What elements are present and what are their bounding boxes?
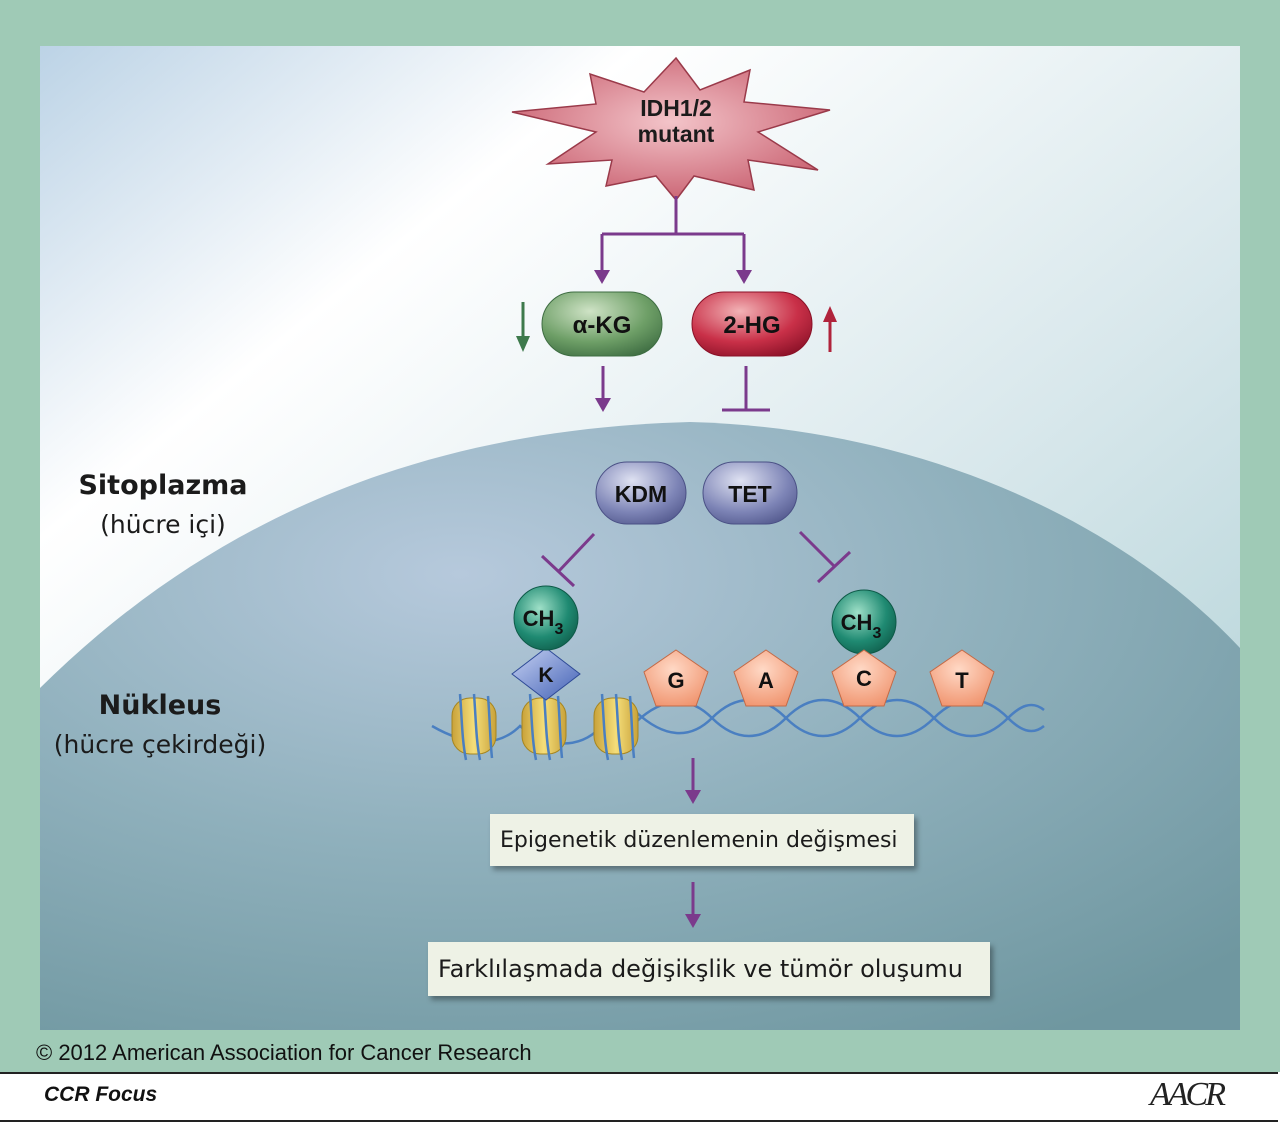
nucleus-subtitle: (hücre çekirdeği) xyxy=(53,730,267,759)
arrow-to-tumor xyxy=(685,882,701,928)
akg-label: α-KG xyxy=(573,312,632,339)
kdm-inhibition xyxy=(540,532,596,588)
methyl-ch-lysine: CH xyxy=(523,606,555,631)
base-t-label: T xyxy=(955,668,969,693)
base-g-label: G xyxy=(667,668,684,693)
akg-decrease-arrow xyxy=(516,302,530,352)
epigenetic-change-text: Epigenetik düzenlemenin değişmesi xyxy=(500,827,898,853)
methyl-label-lysine: CH3 xyxy=(523,606,564,638)
nucleosome-1 xyxy=(451,693,497,761)
base-a: A xyxy=(733,649,799,707)
tumor-formation-box: Farklılaşmada değişikşlik ve tümör oluşu… xyxy=(428,942,990,996)
base-t: T xyxy=(929,649,995,707)
nucleosome-2 xyxy=(521,693,567,761)
base-g: G xyxy=(643,649,709,707)
footer-series-title: CCR Focus xyxy=(44,1083,158,1106)
2hg-increase-arrow xyxy=(823,306,837,352)
mutation-label-line1: IDH1/2 xyxy=(640,95,712,121)
copyright-notice: © 2012 American Association for Cancer R… xyxy=(36,1040,532,1065)
arrowhead-to-akg xyxy=(594,270,610,284)
branch-arrows xyxy=(600,196,746,272)
mutation-label-line2: mutant xyxy=(638,121,715,147)
methyl-ch-cytosine: CH xyxy=(841,610,873,635)
akg-activation-arrow xyxy=(595,366,611,412)
aacr-logo: AACR xyxy=(1150,1076,1226,1113)
methyl-label-cytosine: CH3 xyxy=(841,610,882,642)
tet-label: TET xyxy=(728,481,771,507)
tumor-formation-text: Farklılaşmada değişikşlik ve tümör oluşu… xyxy=(438,955,963,983)
lysine-label: K xyxy=(538,664,553,687)
tet-pill xyxy=(702,461,798,525)
2hg-pill xyxy=(691,291,813,357)
arrow-to-epigenetic xyxy=(685,758,701,804)
2hg-inhibition-bar xyxy=(722,366,770,412)
nucleosome-3 xyxy=(593,693,639,761)
nucleus-title: Nükleus xyxy=(98,690,222,721)
dna-helix xyxy=(635,698,1045,738)
epigenetic-change-box: Epigenetik düzenlemenin değişmesi xyxy=(490,814,914,866)
methyl-sub-lysine: 3 xyxy=(554,621,563,638)
2hg-label: 2-HG xyxy=(723,312,780,339)
lysine-diamond xyxy=(511,647,581,701)
akg-pill xyxy=(541,291,663,357)
kdm-label: KDM xyxy=(615,481,667,507)
methyl-sub-cytosine: 3 xyxy=(872,625,881,642)
base-a-label: A xyxy=(758,668,774,693)
tet-inhibition xyxy=(798,530,852,584)
cytoplasm-subtitle: (hücre içi) xyxy=(100,510,226,539)
base-c-label: C xyxy=(856,666,872,691)
kdm-pill xyxy=(595,461,687,525)
nucleus-area xyxy=(40,422,1240,1030)
arrowhead-to-2hg xyxy=(736,270,752,284)
base-c: C xyxy=(831,649,897,707)
footer-bar xyxy=(0,1072,1278,1122)
methyl-circle-lysine xyxy=(513,585,579,651)
cytoplasm-title: Sitoplazma xyxy=(78,470,248,501)
